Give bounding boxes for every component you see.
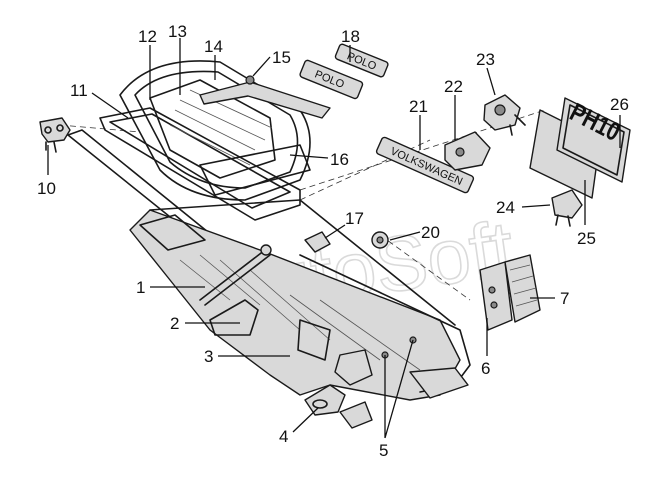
callout-13: 13 [168, 22, 187, 41]
callout-labels: 1 2 3 4 5 6 7 10 11 12 13 14 15 16 17 18… [37, 22, 629, 460]
callout-25: 25 [577, 229, 596, 248]
leader-lines [47, 38, 621, 439]
callout-20: 20 [421, 223, 440, 242]
part-18-polo-badges: POLO POLO [299, 43, 389, 100]
callout-11: 11 [70, 81, 88, 100]
part-lower-spoiler [299, 254, 471, 399]
part-20-clip [371, 231, 389, 249]
callout-3: 3 [204, 347, 213, 366]
callout-1: 1 [136, 278, 145, 297]
part-17-clip [304, 231, 331, 253]
part-1-gas-strut [199, 244, 272, 306]
part-23-switch [483, 94, 526, 136]
callout-22: 22 [444, 77, 463, 96]
callout-17: 17 [345, 209, 364, 228]
callout-6: 6 [481, 359, 490, 378]
callout-14: 14 [204, 37, 223, 56]
callout-10: 10 [37, 179, 56, 198]
callout-5: 5 [379, 441, 388, 460]
callout-12: 12 [138, 27, 157, 46]
part-7-lamp-lens [504, 254, 541, 323]
part-22-lock [444, 131, 491, 171]
callout-7: 7 [560, 289, 569, 308]
callout-23: 23 [476, 50, 495, 69]
part-15-wiper [199, 75, 331, 119]
part-5-fasteners [334, 336, 417, 429]
callout-15: 15 [272, 48, 291, 67]
part-3-tailgate-panel [129, 199, 461, 401]
part-16-seal [199, 144, 311, 196]
callout-16: 16 [330, 150, 349, 169]
part-10-hinge [39, 117, 71, 153]
callout-26: 26 [610, 95, 629, 114]
part-24-bulb [551, 189, 583, 227]
part-2-trim [209, 299, 259, 336]
callout-4: 4 [279, 427, 288, 446]
part-6-lamp-housing [479, 261, 513, 331]
callout-21: 21 [409, 97, 428, 116]
callout-18: 18 [341, 27, 360, 46]
callout-24: 24 [496, 198, 515, 217]
callout-2: 2 [170, 314, 179, 333]
